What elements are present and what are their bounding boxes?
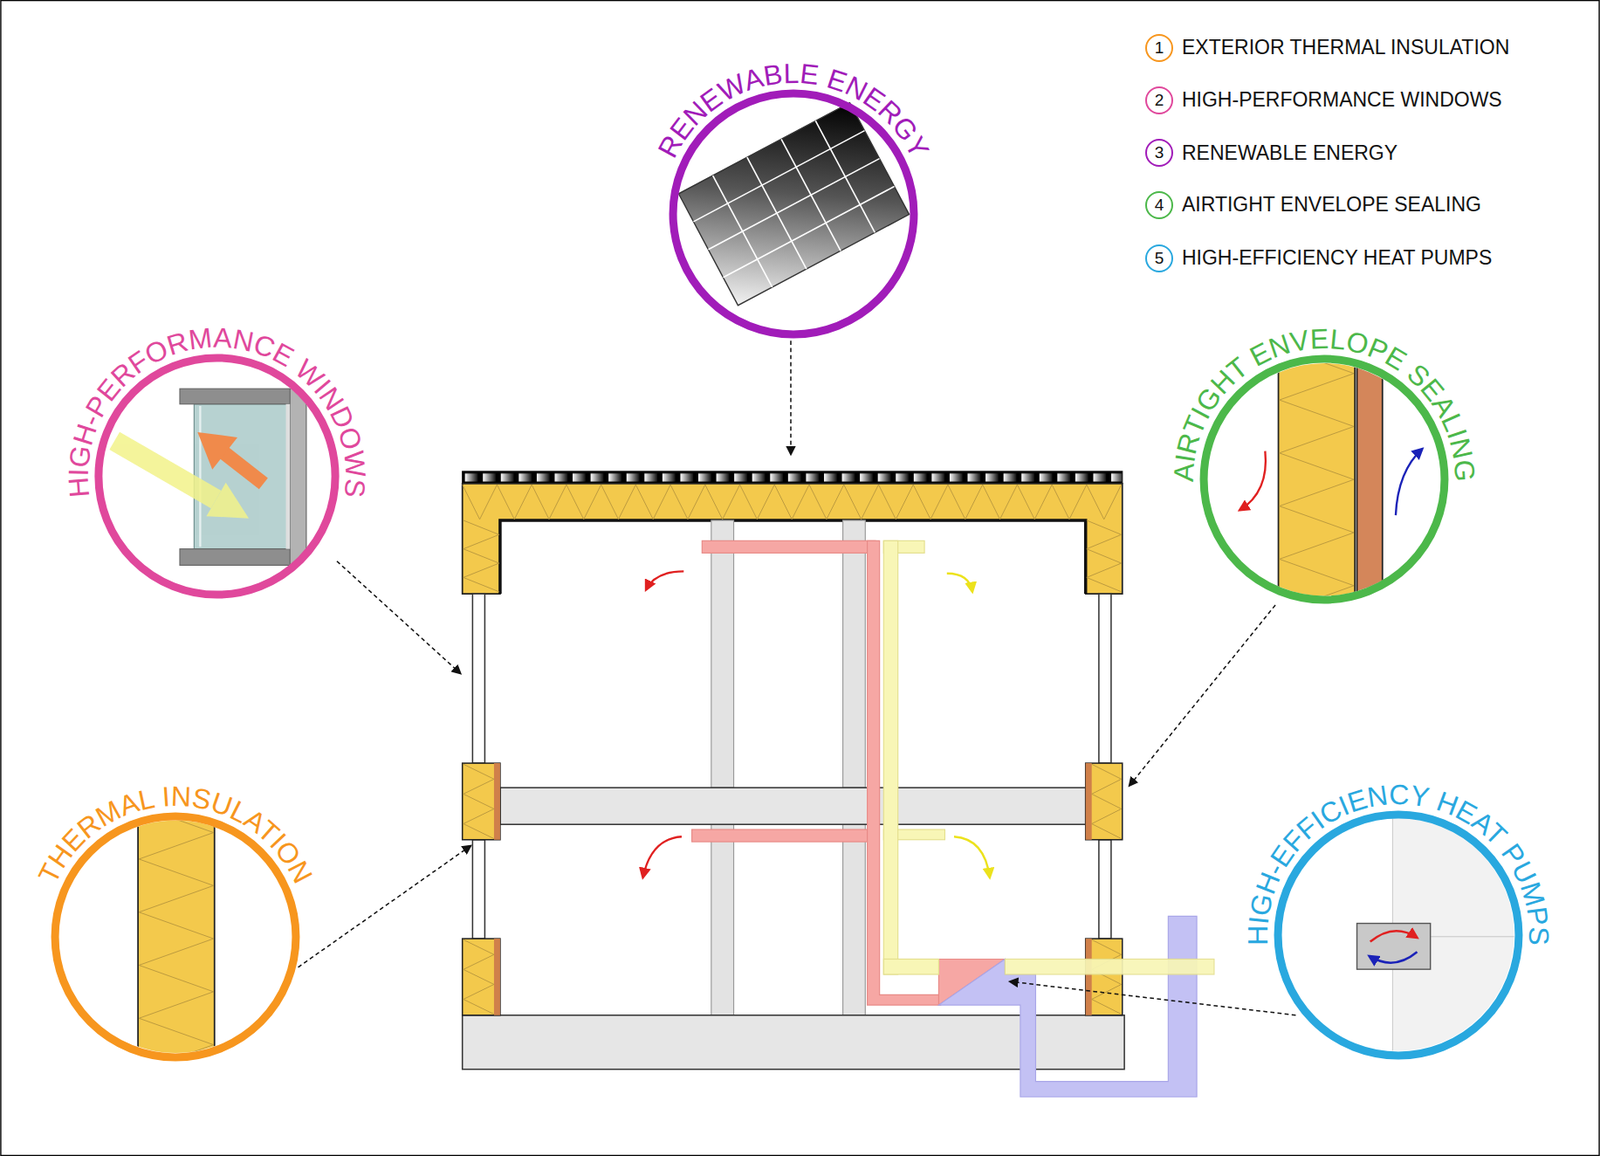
circle-ring	[98, 357, 336, 595]
circle-heading-line: HIGH-EFFICIENCY HEAT PUMPS	[1242, 778, 1555, 946]
circle-heading-line: HIGH-PERFORMANCE WINDOWS	[62, 322, 372, 500]
circle-ring	[673, 94, 915, 336]
insulation-hatch	[1091, 939, 1122, 1014]
callout-circle: AIRTIGHT ENVELOPE SEALING	[1151, 306, 1497, 653]
legend-text: EXTERIOR THERMAL INSULATION	[1181, 35, 1510, 60]
legend-text: RENEWABLE ENERGY	[1181, 141, 1398, 165]
circle-heading-line: AIRTIGHT ENVELOPE SEALING	[1167, 322, 1482, 483]
circle-outline: HIGH-EFFICIENCY HEAT PUMPS	[1225, 762, 1572, 1108]
insulation-hatch	[1091, 763, 1122, 838]
circle-heading: RENEWABLE ENERGY	[652, 57, 936, 164]
insulation-hatch	[1279, 346, 1354, 612]
legend-item: 4 AIRTIGHT ENVELOPE SEALING	[1145, 190, 1482, 220]
circle-ring	[54, 816, 296, 1058]
circle-heading: THERMAL INSULATION	[32, 780, 319, 889]
circle-heading-line: RENEWABLE ENERGY	[652, 57, 936, 164]
callout-number: 1	[1145, 34, 1174, 62]
circle-ring	[1203, 358, 1445, 600]
circle-outline: HIGH-PERFORMANCE WINDOWS	[46, 305, 388, 647]
insulation-hatch	[462, 484, 1122, 520]
legend-text: HIGH-PERFORMANCE WINDOWS	[1181, 88, 1503, 112]
legend-item: 3 RENEWABLE ENERGY	[1145, 137, 1398, 168]
legend-text: HIGH-EFFICIENCY HEAT PUMPS	[1181, 246, 1492, 270]
insulation-hatch	[1086, 520, 1122, 592]
insulation-hatch	[138, 805, 213, 1072]
circle-heading: HIGH-EFFICIENCY HEAT PUMPS	[1242, 778, 1555, 946]
circle-heading-line: THERMAL INSULATION	[32, 780, 319, 889]
insulation-hatch	[463, 520, 500, 592]
circle-outline: AIRTIGHT ENVELOPE SEALING	[1151, 306, 1497, 653]
callout-number: 4	[1145, 191, 1174, 220]
callout-circle: HIGH-PERFORMANCE WINDOWS	[46, 305, 388, 647]
legend-text: AIRTIGHT ENVELOPE SEALING	[1181, 192, 1482, 217]
callout-circle: THERMAL INSULATION	[2, 763, 349, 1110]
callout-number: 5	[1145, 244, 1174, 273]
callout-number: 2	[1145, 86, 1174, 115]
insulation-hatch	[463, 939, 495, 1014]
circle-heading: AIRTIGHT ENVELOPE SEALING	[1167, 322, 1482, 483]
legend-item: 2 HIGH-PERFORMANCE WINDOWS	[1145, 85, 1503, 116]
circle-outline: RENEWABLE ENERGY	[620, 41, 967, 387]
legend-item: 1 EXTERIOR THERMAL INSULATION	[1145, 33, 1510, 63]
legend-item: 5 HIGH-EFFICIENCY HEAT PUMPS	[1145, 243, 1492, 274]
circle-heading: HIGH-PERFORMANCE WINDOWS	[62, 322, 372, 500]
callout-number: 3	[1145, 138, 1174, 167]
insulation-hatch	[463, 763, 495, 838]
callout-circle: RENEWABLE ENERGY	[620, 41, 967, 387]
callout-circle: HIGH-EFFICIENCY HEAT PUMPS	[1225, 762, 1572, 1108]
circle-ring	[1277, 814, 1519, 1056]
circle-outline: THERMAL INSULATION	[2, 763, 349, 1110]
